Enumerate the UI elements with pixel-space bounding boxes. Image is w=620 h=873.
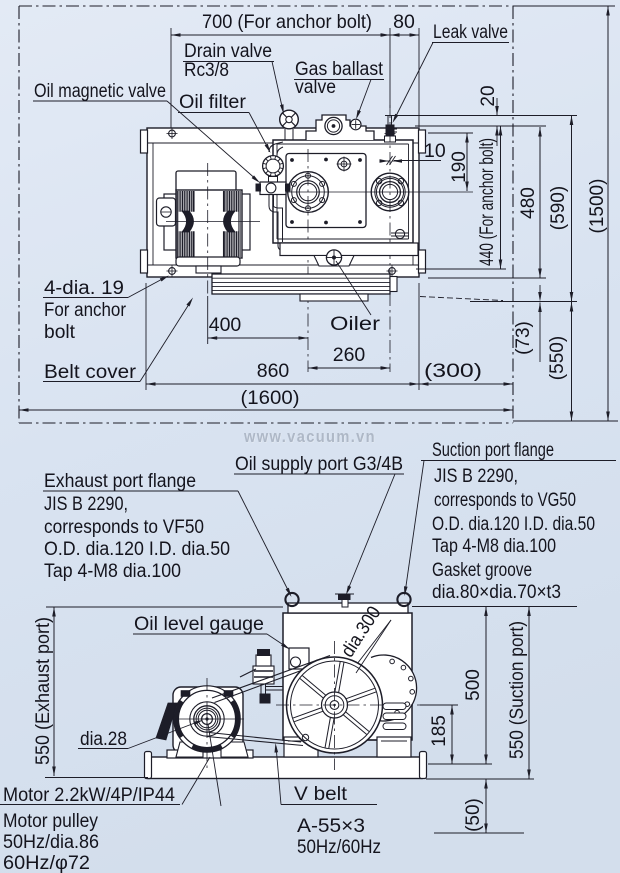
svg-text:O.D. dia.120 I.D. dia.50: O.D. dia.120 I.D. dia.50 <box>44 539 230 560</box>
svg-text:corresponds to VF50: corresponds to VF50 <box>44 517 204 538</box>
svg-text:Gas ballast: Gas ballast <box>295 59 384 80</box>
svg-text:10: 10 <box>424 140 446 162</box>
svg-text:For anchor: For anchor <box>44 300 127 321</box>
svg-text:Gasket groove: Gasket groove <box>432 560 532 581</box>
svg-text:260: 260 <box>333 344 366 366</box>
svg-text:550 (Suction port): 550 (Suction port) <box>507 621 528 759</box>
svg-text:Belt cover: Belt cover <box>44 362 137 383</box>
svg-text:185: 185 <box>429 715 450 747</box>
svg-text:(300): (300) <box>424 360 482 382</box>
svg-text:valve: valve <box>295 77 336 98</box>
svg-text:860: 860 <box>257 360 290 382</box>
svg-text:4-dia. 19: 4-dia. 19 <box>44 278 124 299</box>
svg-text:Oiler: Oiler <box>330 314 381 335</box>
svg-text:Motor pulley: Motor pulley <box>3 811 98 832</box>
svg-text:(550): (550) <box>547 336 568 380</box>
svg-text:20: 20 <box>478 85 499 106</box>
svg-text:60Hz/φ72: 60Hz/φ72 <box>3 853 90 873</box>
svg-text:www.vacuum.vn: www.vacuum.vn <box>243 428 376 446</box>
svg-text:50Hz/dia.86: 50Hz/dia.86 <box>3 832 99 853</box>
svg-text:Suction port flange: Suction port flange <box>432 440 554 461</box>
svg-text:JIS B 2290,: JIS B 2290, <box>44 494 128 515</box>
svg-text:(590): (590) <box>548 186 569 230</box>
svg-text:Drain valve: Drain valve <box>184 41 272 62</box>
svg-text:480: 480 <box>518 187 539 219</box>
svg-text:550 (Exhaust port): 550 (Exhaust port) <box>33 617 54 765</box>
svg-text:80: 80 <box>393 11 415 33</box>
svg-text:Rc3/8: Rc3/8 <box>184 60 229 81</box>
svg-text:Tap 4-M8 dia.100: Tap 4-M8 dia.100 <box>432 536 556 557</box>
svg-text:A-55×3: A-55×3 <box>297 816 365 837</box>
svg-text:Oil magnetic valve: Oil magnetic valve <box>34 81 166 102</box>
svg-text:V belt: V belt <box>294 784 348 805</box>
svg-text:(1500): (1500) <box>587 179 608 234</box>
svg-text:500: 500 <box>463 669 484 701</box>
svg-text:Tap 4-M8 dia.100: Tap 4-M8 dia.100 <box>44 561 181 582</box>
svg-text:dia.28: dia.28 <box>80 729 127 750</box>
svg-text:400: 400 <box>209 314 242 336</box>
svg-text:440 (For anchor bolt): 440 (For anchor bolt) <box>477 138 498 266</box>
svg-text:50Hz/60Hz: 50Hz/60Hz <box>297 837 381 858</box>
svg-text:O.D. dia.120 I.D. dia.50: O.D. dia.120 I.D. dia.50 <box>432 514 595 535</box>
svg-text:Oil level gauge: Oil level gauge <box>134 614 264 635</box>
svg-text:dia.80×dia.70×t3: dia.80×dia.70×t3 <box>432 582 561 603</box>
svg-text:www.vacuum.vn: www.vacuum.vn <box>244 429 377 447</box>
svg-text:Oil supply port G3/4B: Oil supply port G3/4B <box>235 454 403 475</box>
svg-text:corresponds to VG50: corresponds to VG50 <box>434 490 576 511</box>
svg-text:Leak valve: Leak valve <box>433 22 508 43</box>
svg-text:700 (For anchor bolt): 700 (For anchor bolt) <box>202 11 372 33</box>
svg-text:(73): (73) <box>513 321 534 355</box>
svg-text:bolt: bolt <box>44 322 76 343</box>
svg-text:JIS B 2290,: JIS B 2290, <box>434 466 518 487</box>
svg-text:(1600): (1600) <box>241 387 300 409</box>
svg-text:190: 190 <box>449 151 470 183</box>
svg-text:Oil filter: Oil filter <box>179 92 247 113</box>
svg-text:Exhaust port flange: Exhaust port flange <box>44 471 196 492</box>
svg-text:(50): (50) <box>463 798 484 832</box>
svg-text:Motor 2.2kW/4P/IP44: Motor 2.2kW/4P/IP44 <box>3 785 175 806</box>
